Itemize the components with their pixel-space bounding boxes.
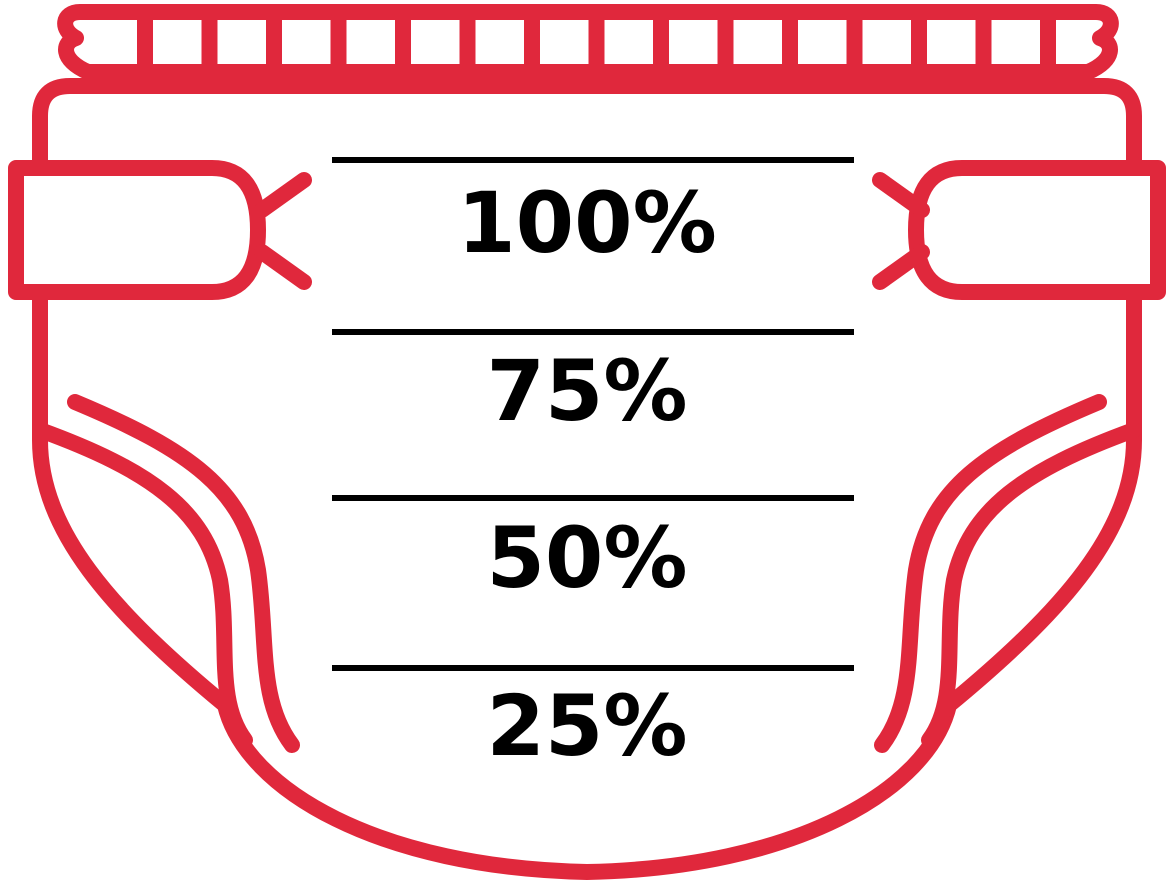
left-side-tab	[16, 168, 304, 292]
fill-level-markers: 100% 75% 50% 25%	[332, 160, 854, 775]
waistband	[65, 12, 1111, 80]
level-label: 75%	[486, 342, 687, 440]
level-label: 100%	[457, 174, 717, 272]
waistband-ribs	[145, 18, 1048, 80]
level-label: 25%	[486, 677, 687, 775]
level-label: 50%	[486, 509, 687, 607]
right-side-tab	[880, 168, 1158, 292]
